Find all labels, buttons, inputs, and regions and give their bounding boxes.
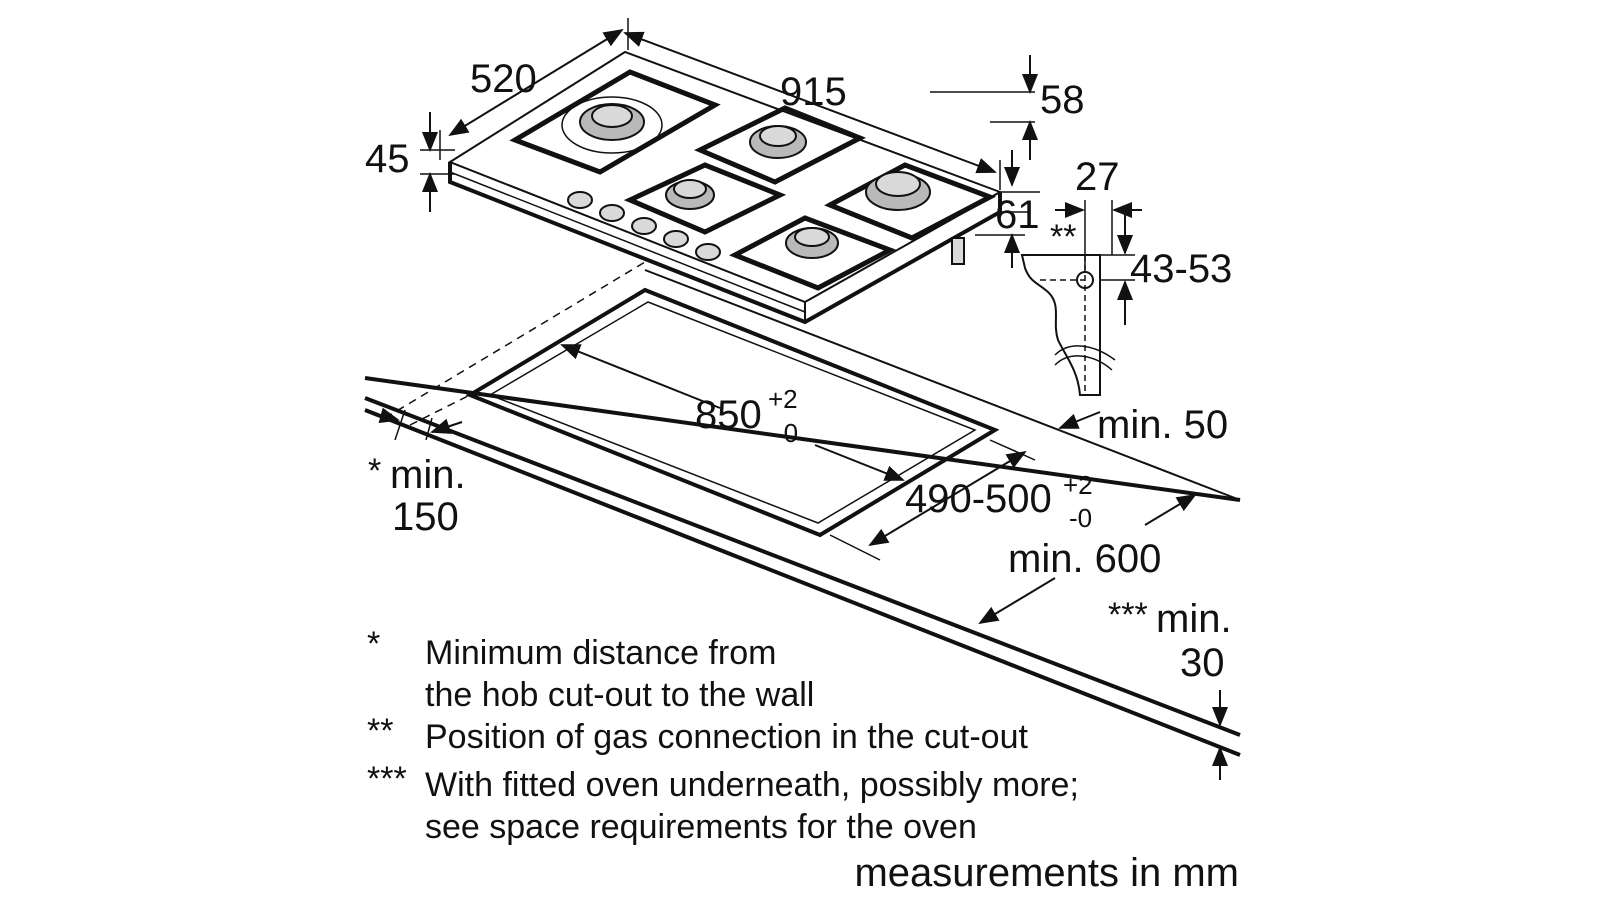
svg-text:min.: min.	[390, 453, 466, 497]
burner-back-middle	[749, 125, 807, 159]
svg-text:min.: min.	[1156, 597, 1232, 641]
top-height-label: 45	[365, 137, 410, 181]
svg-text:850: 850	[695, 393, 762, 437]
gas-connection-detail	[1020, 200, 1142, 396]
svg-text:***: ***	[1108, 596, 1148, 634]
cutout-width-label: 850 +2 -0	[695, 384, 798, 448]
note-3-line-2: see space requirements for the oven	[425, 808, 977, 846]
gas-connector-pipe	[951, 237, 965, 265]
note-2-line-1: Position of gas connection in the cut-ou…	[425, 718, 1028, 756]
note-3-marker: ***	[367, 760, 407, 798]
note-1-line-1: Minimum distance from	[425, 634, 776, 672]
notes-legend: * Minimum distance from the hob cut-out …	[367, 625, 1079, 846]
svg-text:30: 30	[1180, 641, 1225, 685]
control-knobs	[567, 191, 721, 261]
worktop	[364, 269, 1241, 757]
min-front-distance-label: min. 600	[1008, 537, 1161, 581]
svg-text:-0: -0	[1069, 503, 1092, 533]
min-back-distance-label: min. 50	[1097, 403, 1228, 447]
note-2-marker: **	[367, 712, 393, 750]
svg-text:*: *	[368, 452, 381, 490]
dimension-lines-hob	[420, 18, 1040, 268]
connection-offset-label: 61	[995, 193, 1040, 237]
total-height-label: 58	[1040, 78, 1085, 122]
min-below-distance-label: *** min. 30	[1108, 596, 1232, 685]
svg-text:+2: +2	[768, 384, 798, 414]
gas-connection-marker: **	[1050, 218, 1076, 256]
burner-wok	[865, 171, 931, 211]
cutout-opening	[465, 287, 1000, 538]
note-1-line-2: the hob cut-out to the wall	[425, 676, 814, 714]
svg-text:150: 150	[392, 495, 459, 539]
depth-dimension-label: 520	[470, 57, 537, 101]
burner-large	[561, 96, 663, 154]
svg-text:-0: -0	[775, 418, 798, 448]
svg-text:+2: +2	[1063, 470, 1093, 500]
min-wall-distance-label: * min. 150	[368, 452, 466, 539]
grate-front-middle	[623, 162, 787, 235]
connection-range-label: 43-53	[1130, 247, 1232, 291]
burner-front-middle	[665, 179, 715, 210]
note-3-line-1: With fitted oven underneath, possibly mo…	[425, 766, 1079, 804]
burner-front-right	[785, 227, 839, 259]
connection-height-label: 27	[1075, 155, 1120, 199]
units-caption: measurements in mm	[854, 851, 1239, 895]
svg-text:490-500: 490-500	[905, 477, 1052, 521]
note-1-marker: *	[367, 625, 380, 663]
dashed-projection-lines	[384, 261, 646, 426]
width-dimension-label: 915	[780, 70, 847, 114]
cutout-depth-label: 490-500 +2 -0	[905, 470, 1093, 533]
dimension-lines-cutout	[367, 344, 1228, 780]
grate-front-right	[729, 215, 897, 291]
